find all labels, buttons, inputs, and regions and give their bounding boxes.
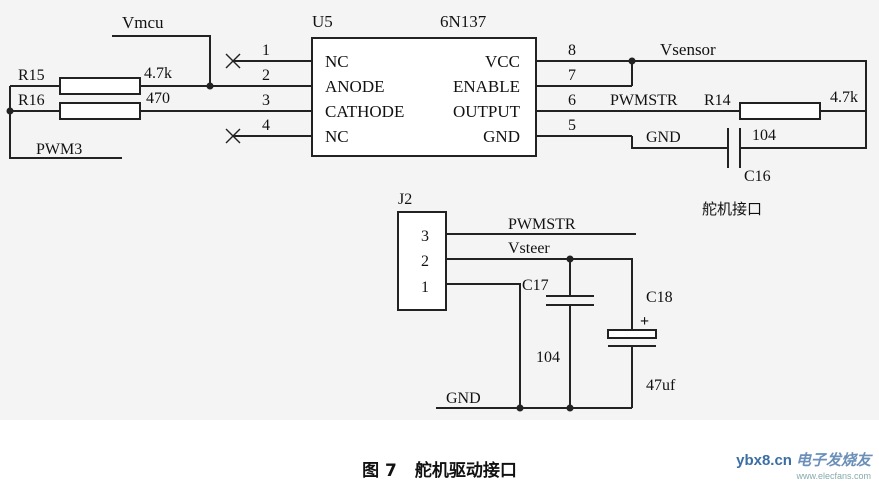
r15-value-label: 4.7k	[144, 65, 172, 82]
j2-pin2-num: 2	[421, 253, 429, 270]
no-connect-pin4-icon	[225, 128, 241, 144]
watermark-brand: 电子发烧友	[795, 452, 871, 469]
u5-pin2-name: ANODE	[325, 77, 385, 96]
figure-number: 图 7	[362, 461, 397, 481]
vsteer-net-label: Vsteer	[508, 240, 550, 257]
u5-pin7-name: ENABLE	[453, 77, 520, 96]
j2-ref-label: J2	[398, 191, 412, 208]
u5-pin2-num: 2	[262, 67, 270, 84]
u5-pin1-num: 1	[262, 42, 270, 59]
watermark-sub: www.elecfans.com	[796, 471, 871, 481]
figure-caption: 图 7 舵机驱动接口	[0, 456, 879, 481]
pwmstr-net-label-top: PWMSTR	[610, 92, 678, 109]
schematic-diagram: U5 6N137 NC ANODE CATHODE NC VCC ENABLE …	[0, 0, 879, 420]
u5-pin4-num: 4	[262, 117, 270, 134]
c18-value-label: 47uf	[646, 377, 676, 394]
pwm3-net-label: PWM3	[36, 141, 82, 158]
no-connect-pin1-icon	[225, 53, 241, 69]
c18-capacitor	[607, 329, 657, 339]
u5-ref-label: U5	[312, 12, 333, 31]
r15-resistor	[59, 77, 141, 95]
figure-title: 舵机驱动接口	[414, 461, 517, 481]
c16-value-label: 104	[752, 127, 776, 144]
vsensor-net-label: Vsensor	[660, 40, 716, 59]
c17-ref-label: C17	[522, 277, 549, 294]
c18-ref-label: C18	[646, 289, 673, 306]
gnd-net-label-top: GND	[646, 129, 681, 146]
r15-ref-label: R15	[18, 67, 45, 84]
c16-ref-label: C16	[744, 168, 771, 185]
servo-interface-label: 舵机接口	[702, 200, 762, 218]
u5-pin5-name: GND	[483, 127, 520, 146]
u5-pin3-name: CATHODE	[325, 102, 404, 121]
pwmstr-net-label-j2: PWMSTR	[508, 216, 576, 233]
junction-gnd-1	[516, 404, 524, 412]
u5-pin5-num: 5	[568, 117, 576, 134]
junction-gnd-2	[566, 404, 574, 412]
u5-pin6-num: 6	[568, 92, 576, 109]
c17-value-label: 104	[536, 349, 560, 366]
r16-ref-label: R16	[18, 92, 45, 109]
c18-polarity-label: +	[640, 313, 649, 330]
u5-pin7-num: 7	[568, 67, 576, 84]
u5-pin3-num: 3	[262, 92, 270, 109]
j2-pin1-num: 1	[421, 279, 429, 296]
r14-resistor	[739, 102, 821, 120]
r14-ref-label: R14	[704, 92, 731, 109]
gnd-net-label-bottom: GND	[446, 390, 481, 407]
u5-pin1-name: NC	[325, 52, 349, 71]
r16-value-label: 470	[146, 90, 170, 107]
j2-connector	[397, 211, 447, 311]
u5-chip-body	[311, 37, 537, 157]
r16-resistor	[59, 102, 141, 120]
junction-left	[6, 107, 14, 115]
j2-pin3-num: 3	[421, 228, 429, 245]
vmcu-net-label: Vmcu	[122, 13, 164, 32]
u5-pin8-name: VCC	[485, 52, 520, 71]
r14-value-label: 4.7k	[830, 89, 858, 106]
u5-part-label: 6N137	[440, 12, 487, 31]
watermark-url: ybx8.cn	[736, 452, 792, 469]
u5-pin8-num: 8	[568, 42, 576, 59]
u5-pin6-name: OUTPUT	[453, 102, 521, 121]
u5-pin4-name: NC	[325, 127, 349, 146]
junction-c17-top	[566, 255, 574, 263]
